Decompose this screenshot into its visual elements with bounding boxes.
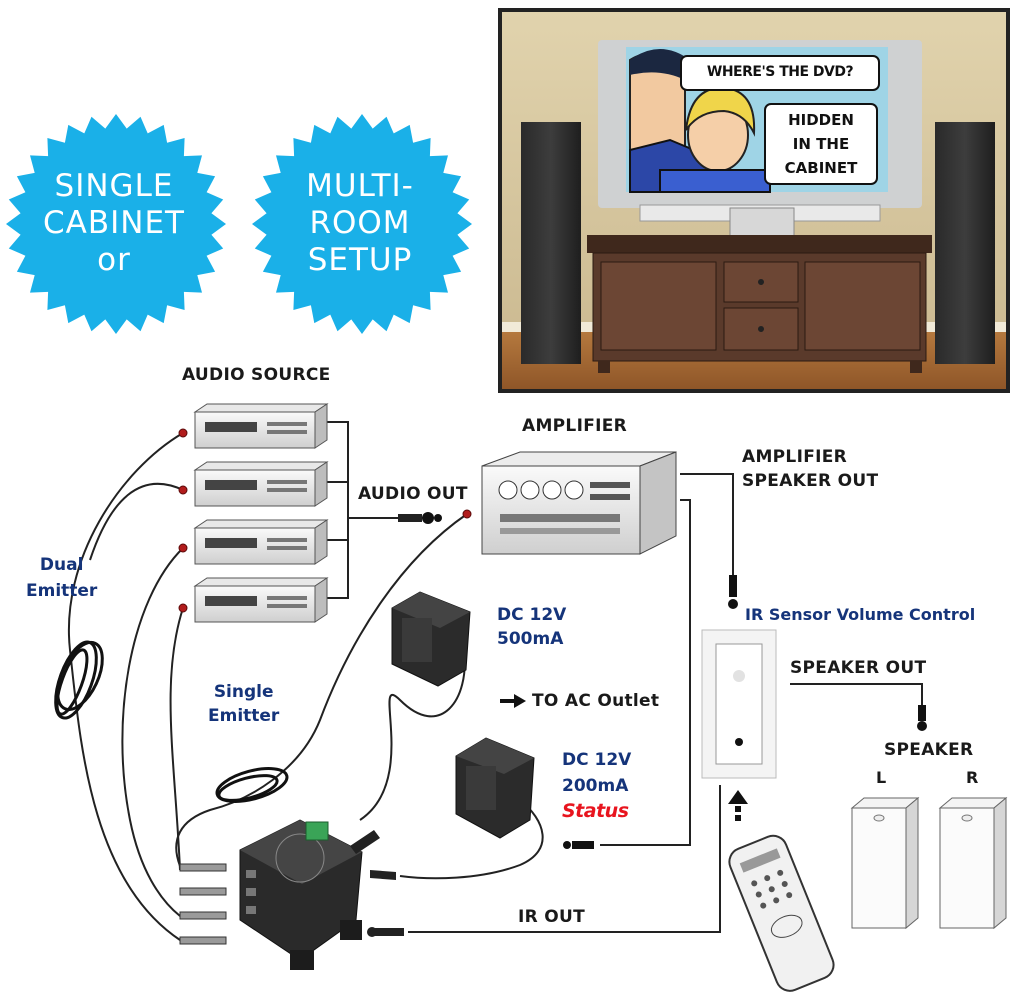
label-line: Dual	[39, 555, 84, 575]
cable-coil-dual	[54, 640, 104, 720]
speaker-label: SPEAKER	[884, 740, 974, 760]
ir-sensor-label: IR Sensor Volume Control	[745, 605, 976, 624]
speaker-left	[850, 796, 920, 930]
to-ac-outlet-label: TO AC Outlet	[532, 691, 660, 711]
amplifier-speaker-out-label: AMPLIFIER SPEAKER OUT	[742, 445, 878, 493]
speaker-right	[938, 796, 1008, 930]
badge-line: MULTI-	[306, 168, 414, 204]
badge-line: ROOM	[309, 205, 411, 241]
badge-line: CABINET	[43, 205, 185, 241]
bubble-line: IN THE	[792, 135, 850, 153]
status-label: Status	[562, 800, 629, 822]
media-cabinet	[587, 235, 932, 253]
cable-coil-single	[215, 767, 289, 803]
speaker-out-connector	[728, 575, 927, 731]
audio-out-label: AUDIO OUT	[358, 484, 468, 504]
multi-room-badge	[252, 114, 472, 334]
single-emitter-label: Single Emitter	[208, 680, 279, 728]
emitter-heads	[178, 428, 472, 613]
ir-up-arrow	[728, 790, 748, 821]
label-line: 200mA	[562, 776, 629, 796]
emitter-plugs	[179, 863, 227, 945]
comic-bubble-top: WHERE'S THE DVD?	[706, 64, 854, 80]
audio-out-plug	[398, 512, 442, 524]
label-line: AMPLIFIER	[742, 447, 848, 467]
audio-source-unit	[193, 577, 329, 623]
label-line: Emitter	[26, 581, 98, 601]
label-line: Emitter	[208, 706, 280, 726]
speaker-left-label: L	[876, 768, 887, 787]
speaker-right-label: R	[966, 768, 979, 787]
label-line: Single	[213, 682, 274, 702]
dc-200ma-label: DC 12V 200mA	[562, 747, 631, 799]
dc-500ma-label: DC 12V 500mA	[497, 603, 566, 651]
multi-room-text: MULTI- ROOM SETUP	[270, 168, 450, 279]
single-cabinet-text: SINGLE CABINET or	[24, 168, 204, 279]
status-plug	[563, 841, 594, 849]
audio-source-unit	[193, 461, 329, 507]
audio-source-unit	[193, 403, 329, 449]
wall-volume-control	[701, 629, 777, 779]
audio-source-stack	[193, 403, 329, 623]
single-cabinet-badge	[6, 114, 226, 334]
audio-source-label: AUDIO SOURCE	[182, 365, 331, 385]
wires	[67, 421, 923, 941]
remote-control	[728, 834, 835, 992]
bubble-line: HIDDEN	[788, 111, 854, 129]
amplifier-unit	[481, 451, 677, 555]
ir-out-label: IR OUT	[518, 907, 585, 927]
badge-line: SETUP	[307, 242, 413, 278]
audio-source-unit	[193, 519, 329, 565]
badge-line: or	[97, 242, 131, 278]
power-adapter-200ma	[455, 737, 535, 839]
label-line: SPEAKER OUT	[742, 471, 879, 491]
amplifier-label: AMPLIFIER	[522, 416, 628, 436]
label-line: 500mA	[497, 629, 564, 649]
badge-line: SINGLE	[54, 168, 174, 204]
dual-emitter-label: Dual Emitter	[26, 552, 97, 604]
comic-bubble-right: HIDDEN IN THE CABINET	[767, 108, 875, 180]
power-adapter-500ma	[391, 591, 471, 687]
tower-speaker-left	[521, 122, 581, 364]
dc-plugs	[350, 830, 404, 937]
living-room-photo	[498, 8, 1010, 393]
speaker-out-label: SPEAKER OUT	[790, 658, 927, 678]
bubble-line: CABINET	[784, 159, 858, 177]
label-line: DC 12V	[562, 750, 632, 770]
ac-arrow	[500, 694, 526, 708]
label-line: DC 12V	[497, 605, 567, 625]
ir-hub	[239, 819, 363, 970]
